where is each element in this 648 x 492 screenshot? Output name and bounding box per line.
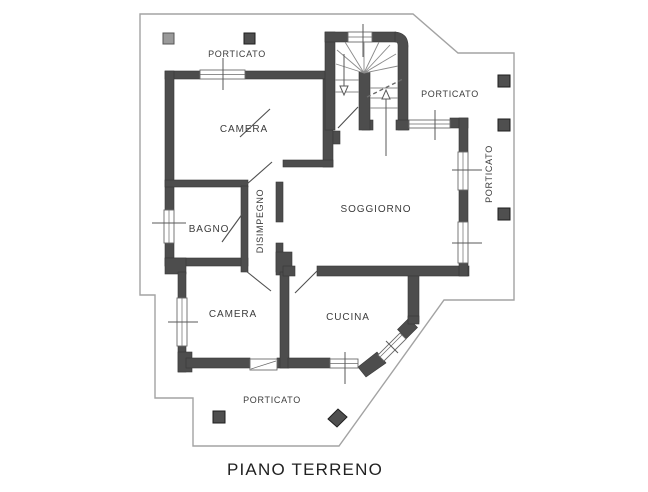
plan-title: PIANO TERRENO <box>227 460 383 479</box>
porch-label-bottom: PORTICATO <box>243 395 301 405</box>
porch-pillar <box>497 74 511 88</box>
porch-pillar <box>162 32 175 45</box>
windows <box>152 24 482 384</box>
porch-boundary <box>139 13 515 447</box>
stair-treads <box>335 41 399 109</box>
door-camera-top <box>239 108 271 138</box>
window-bagno <box>152 209 186 244</box>
stair-direction-arrows <box>339 54 391 156</box>
porch-pillars <box>162 32 511 428</box>
arrow-up-head <box>381 88 391 100</box>
window-soggiorno-lower <box>452 221 482 264</box>
porch-label-right-side: PORTICATO <box>484 145 494 203</box>
staircase <box>335 41 404 156</box>
door-camera-top-jamb <box>246 161 273 185</box>
room-label-soggiorno: SOGGIORNO <box>341 204 412 215</box>
door-cucina <box>294 270 318 294</box>
porch-label-right-top: PORTICATO <box>421 89 479 99</box>
room-label-disimpegno: DISIMPEGNO <box>255 189 265 254</box>
walls <box>164 31 470 378</box>
window-camera-top <box>199 58 246 90</box>
room-label-cucina: CUCINA <box>326 312 370 323</box>
window-cucina-bottom <box>329 352 359 384</box>
arrow-down-head <box>339 85 349 97</box>
room-label-camera-top: CAMERA <box>220 124 268 135</box>
window-cucina-diagonal <box>377 332 407 362</box>
door-stairs <box>337 106 359 129</box>
porch-pillar-angled <box>327 408 348 428</box>
door-camera-bottom <box>245 270 272 292</box>
room-label-camera-bottom: CAMERA <box>209 309 257 320</box>
window-camera-bottom-left <box>168 297 198 347</box>
porch-label-top: PORTICATO <box>208 49 266 59</box>
porch-pillar <box>497 207 511 221</box>
door-bagno <box>221 212 244 243</box>
french-door-porch <box>408 110 451 140</box>
window-camera-bottom-small <box>249 358 278 371</box>
window-stair-top <box>347 24 373 57</box>
porch-pillar <box>497 118 511 132</box>
porch-pillar <box>212 410 226 424</box>
doors <box>221 106 359 294</box>
porch-pillar <box>243 32 256 45</box>
labels: PORTICATO CAMERA PORTICATO PORTICATO DIS… <box>189 49 494 479</box>
room-label-bagno: BAGNO <box>189 224 230 235</box>
window-soggiorno-upper <box>452 151 482 191</box>
